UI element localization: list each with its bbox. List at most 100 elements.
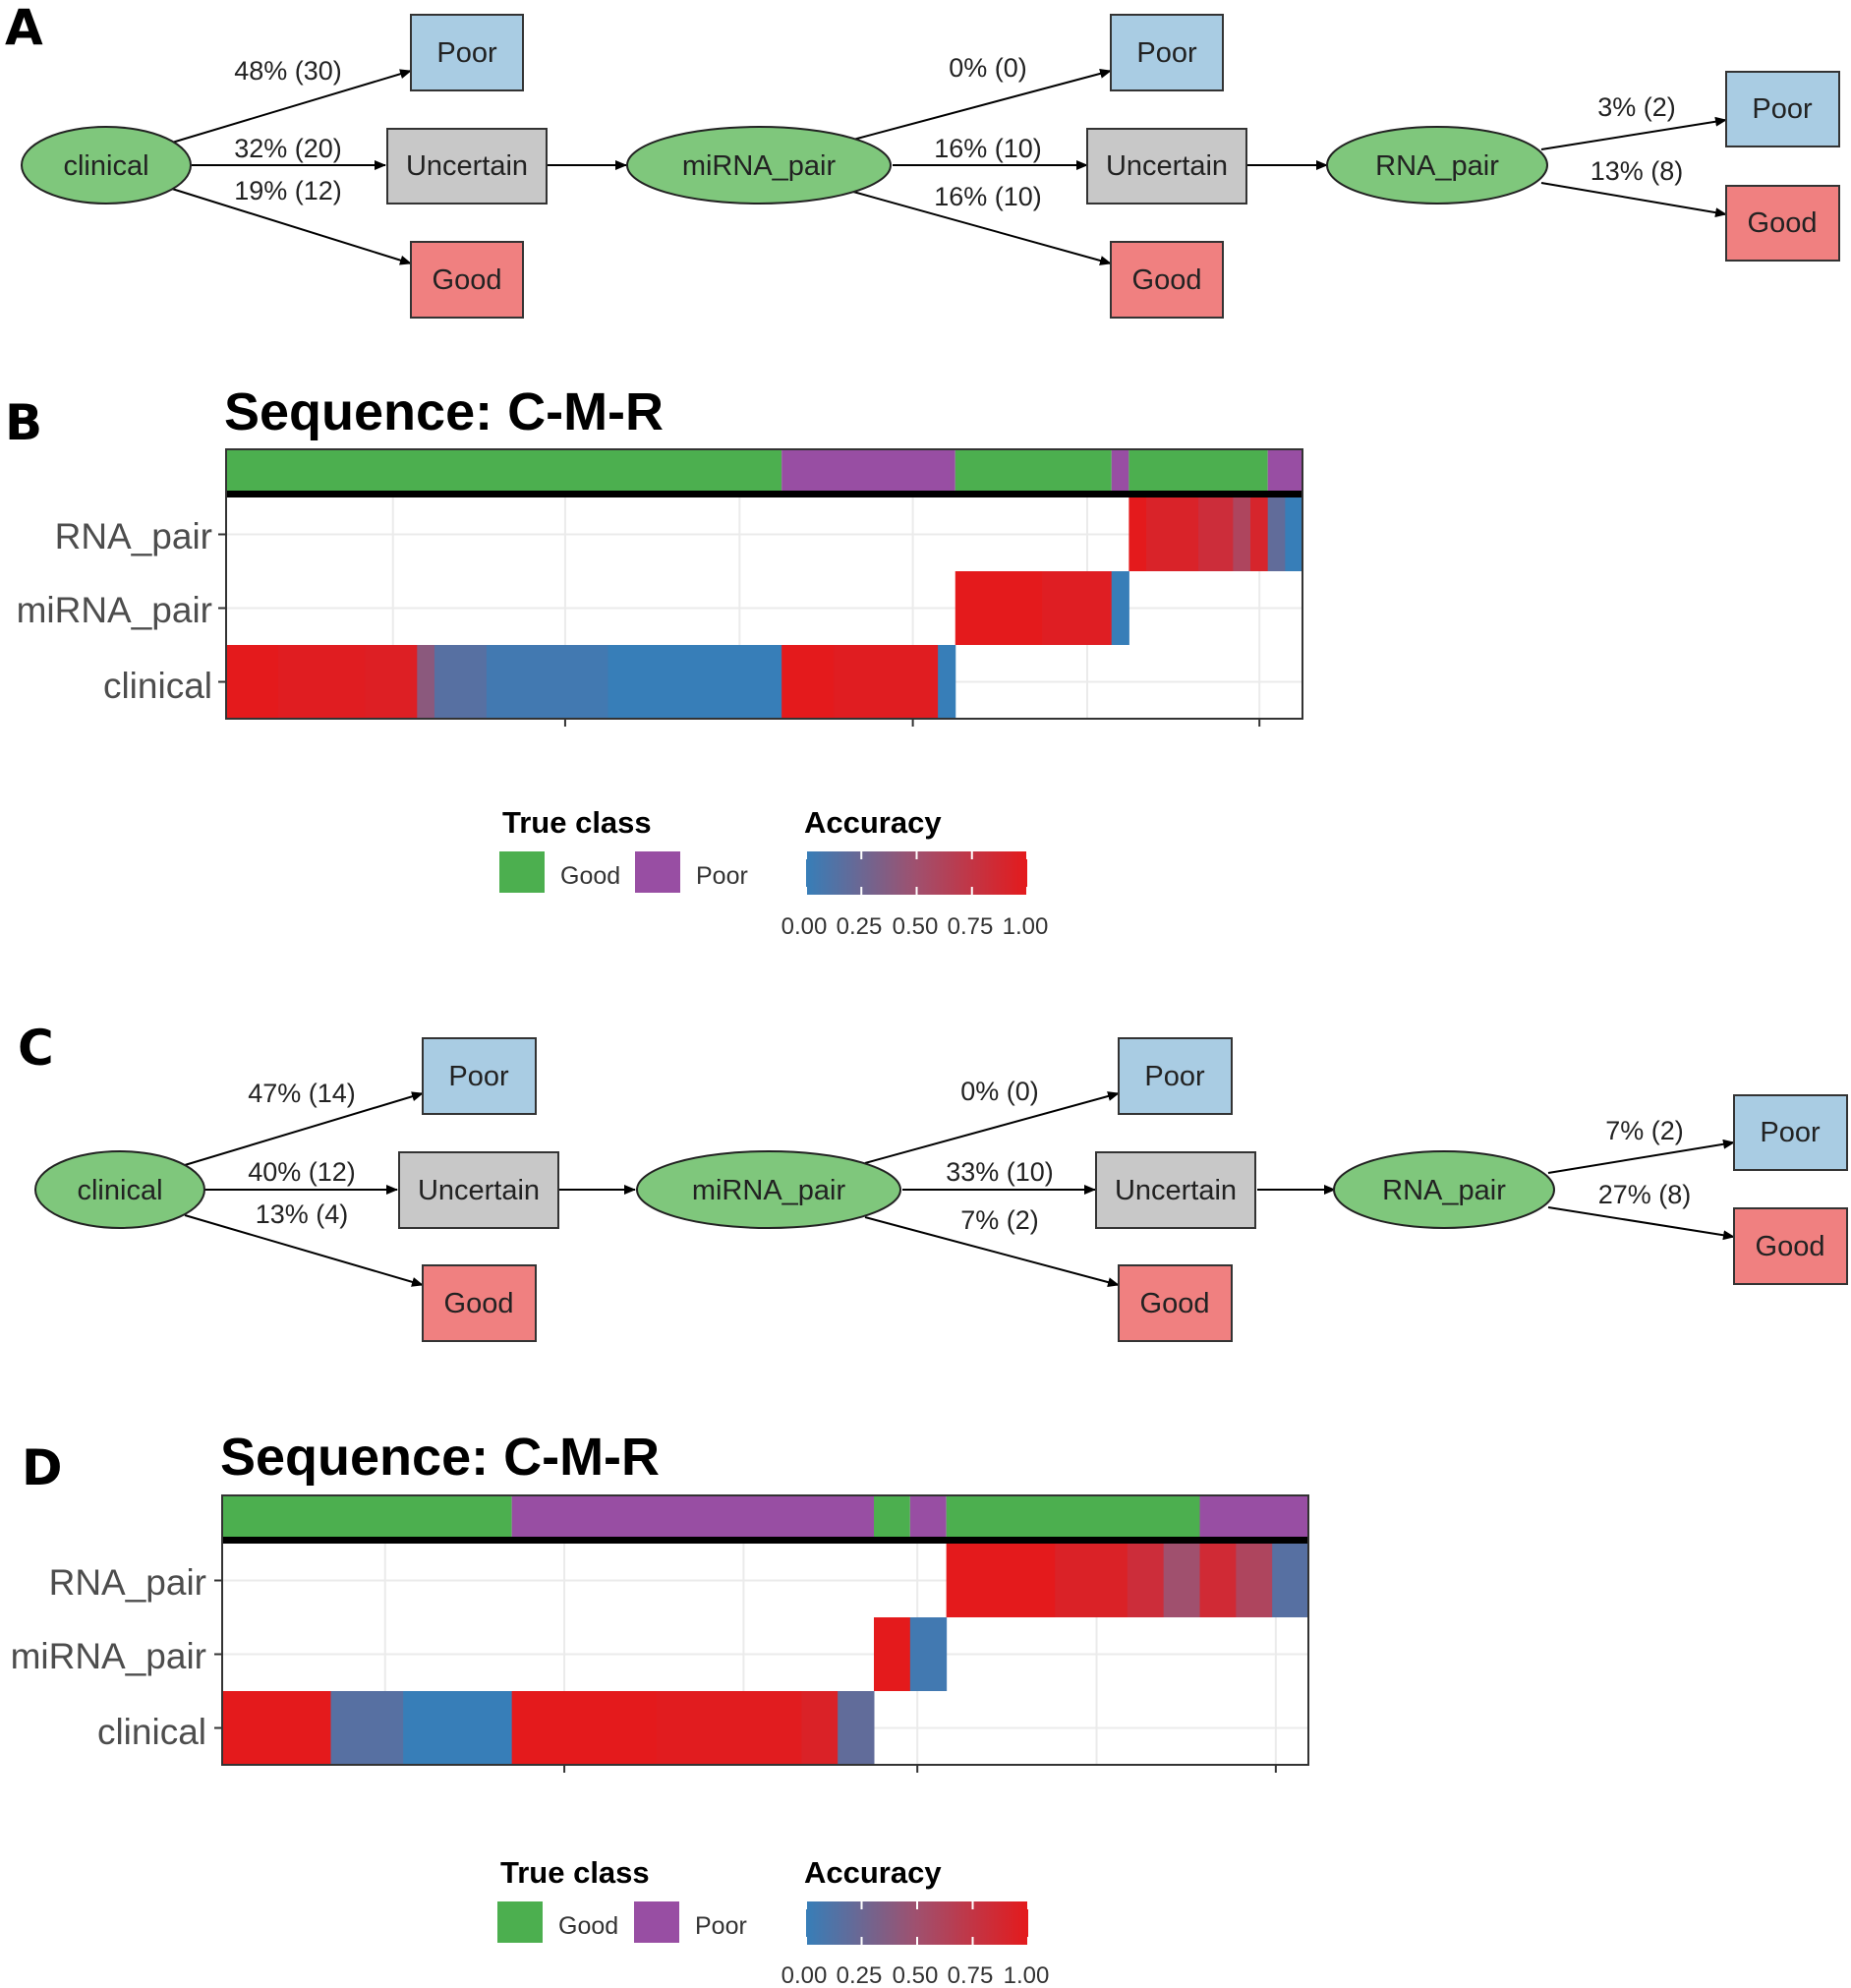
node-label: Poor (1144, 1061, 1205, 1092)
heatmap-tile (909, 1617, 948, 1691)
heatmap-tile (277, 645, 366, 719)
panel-label-b: B (5, 394, 42, 451)
node-label: Good (1140, 1288, 1210, 1319)
node-good (1110, 241, 1224, 319)
edge-label: 48% (30) (234, 56, 342, 86)
node-mirna-pair (636, 1150, 901, 1229)
edge-mirna-poor (864, 1091, 1120, 1164)
legend-poor-label: Poor (696, 862, 748, 890)
edge-label: 13% (4) (256, 1199, 349, 1229)
node-label: Poor (1760, 1117, 1821, 1148)
node-good (422, 1264, 537, 1342)
heatmap-tile (403, 1691, 513, 1765)
heatmap-plot-b (218, 448, 1303, 727)
heatmap-tile (1163, 1544, 1200, 1617)
edge-rna-good (1547, 1206, 1735, 1241)
legend-good-label: Good (560, 862, 620, 890)
heatmap-tile (607, 645, 782, 719)
row-label-mirna-pair: miRNA_pair (11, 1636, 206, 1676)
class-bar-segment (222, 1495, 512, 1537)
node-good (410, 241, 524, 319)
legend-class-title: True class (502, 805, 652, 840)
node-label: clinical (77, 1175, 162, 1206)
legend-accuracy-title: Accuracy (804, 1855, 942, 1890)
legend-swatch-poor (634, 1901, 679, 1943)
edges-c (184, 1091, 1735, 1287)
class-bar-segment (1111, 449, 1129, 491)
heatmap-tile (946, 1544, 1056, 1617)
heatmap-tile (1233, 497, 1251, 571)
edge-rna-good (1540, 182, 1727, 218)
edge-rna-poor (1547, 1139, 1735, 1174)
edge-clinical-poor (171, 69, 412, 144)
plot-border (225, 448, 1303, 720)
edge-label: 32% (20) (234, 134, 342, 163)
node-poor (1733, 1094, 1848, 1171)
edge-rna-poor (1540, 116, 1727, 150)
node-label: Good (1748, 207, 1818, 239)
node-good (1725, 185, 1840, 262)
colorbar-tick-label: 0.75 (948, 1962, 994, 1988)
heatmap-tile (801, 1691, 839, 1765)
heatmap-tile (834, 645, 939, 719)
edge-label: 16% (10) (934, 134, 1042, 163)
node-label: Poor (436, 37, 497, 69)
heatmap-tile (657, 1691, 802, 1765)
chart-title: Sequence: C-M-R (220, 1428, 660, 1487)
legend-poor-label: Poor (695, 1912, 747, 1940)
flow-diagram-a: A 48% (30) 32% (20) 19% (12) 0% (0) 16% … (5, 0, 1840, 319)
heatmap-tile (226, 645, 279, 719)
class-bar-segment (226, 449, 782, 491)
node-label: miRNA_pair (692, 1175, 846, 1206)
node-label: Uncertain (406, 150, 528, 182)
row-label-mirna-pair: miRNA_pair (17, 590, 212, 630)
edge-label: 33% (10) (946, 1157, 1054, 1187)
heatmap-tile (938, 645, 956, 719)
heatmap-tile (838, 1691, 875, 1765)
heatmap-tile (1198, 497, 1234, 571)
legend-good-label: Good (558, 1912, 618, 1940)
heatmap-tile (486, 645, 609, 719)
heatmap-tile (1285, 497, 1303, 571)
node-uncertain (398, 1151, 559, 1229)
node-poor (422, 1037, 537, 1115)
class-bar-segment (511, 1495, 874, 1537)
plot-border (221, 1494, 1309, 1766)
edge-clinical-poor (184, 1091, 424, 1166)
heatmap-tile (365, 645, 418, 719)
node-label: Uncertain (1106, 150, 1228, 182)
edge-clinical-good (184, 1214, 424, 1287)
class-bar-segment (1267, 449, 1302, 491)
row-label-clinical: clinical (103, 666, 212, 706)
colorbar-ticks (805, 1901, 1029, 1945)
colorbar-tick-label: 0.75 (948, 913, 994, 940)
node-good (1118, 1264, 1233, 1342)
edge-mirna-good (864, 1216, 1120, 1287)
legend-class-title: True class (500, 1855, 650, 1890)
heatmap-tile (1055, 1544, 1128, 1617)
node-uncertain (1086, 128, 1247, 205)
legend-swatch-poor (635, 851, 680, 893)
edge-label: 40% (12) (248, 1157, 356, 1187)
node-poor (1725, 71, 1840, 147)
row-label-clinical: clinical (97, 1712, 206, 1752)
heatmap-tile (954, 571, 1043, 645)
node-label: RNA_pair (1382, 1175, 1506, 1206)
heatmap-tile (222, 1691, 331, 1765)
node-uncertain (386, 128, 548, 205)
panel-label-a: A (5, 0, 43, 56)
node-uncertain (1095, 1151, 1256, 1229)
class-bar-segment (954, 449, 1112, 491)
node-label: Good (1132, 264, 1202, 296)
edge-label: 19% (12) (234, 176, 342, 205)
colorbar-tick-label: 0.25 (837, 913, 883, 940)
class-bar-segment (781, 449, 955, 491)
colorbar-tick-label: 0.00 (781, 913, 828, 940)
heatmap-tile (781, 645, 835, 719)
panel-label-d: D (22, 1439, 63, 1496)
edges-a (171, 69, 1727, 265)
class-bar-segment (1128, 449, 1268, 491)
node-label: Uncertain (418, 1175, 540, 1206)
row-label-rna-pair: RNA_pair (55, 516, 212, 556)
colorbar-tick-label: 1.00 (1004, 1962, 1050, 1988)
